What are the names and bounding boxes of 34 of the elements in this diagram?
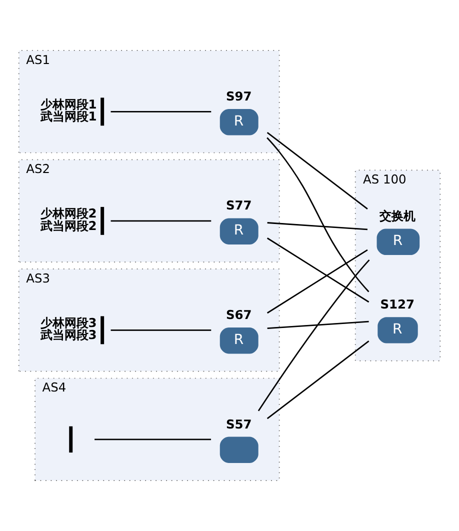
connector: [266, 137, 370, 292]
node-box: R: [220, 328, 258, 354]
node-box: R: [378, 317, 418, 344]
node-label: S97: [226, 89, 252, 104]
connector: [94, 438, 212, 440]
connector: [110, 329, 212, 331]
node-bar: [100, 316, 104, 344]
node-box: R: [376, 228, 420, 255]
node-label: 武当网段2: [40, 218, 97, 233]
connector: [267, 320, 369, 330]
connector: [110, 220, 212, 222]
node-label: S57: [226, 417, 252, 432]
connector: [266, 249, 368, 314]
connector: [110, 110, 212, 112]
node-box: R: [220, 109, 258, 136]
connector: [258, 259, 370, 412]
node-label: S67: [226, 308, 252, 322]
connector: [267, 222, 368, 230]
connector: [266, 132, 368, 210]
connector: [266, 238, 370, 303]
node-label: 少林网段1: [40, 97, 97, 112]
node-label: 武当网段3: [40, 328, 97, 342]
node-label: 少林网段2: [40, 206, 97, 221]
connector: [266, 340, 370, 420]
node-bar: [69, 426, 73, 453]
node-label: 少林网段3: [40, 316, 97, 330]
node-label: S77: [226, 198, 252, 213]
node-bar: [100, 206, 104, 235]
node-label: 交换机: [379, 209, 416, 224]
node-bar: [100, 98, 104, 126]
node-box: [220, 436, 258, 464]
node-label: 武当网段1: [40, 110, 97, 124]
node-box: R: [220, 218, 258, 245]
node-label: S127: [380, 298, 415, 312]
